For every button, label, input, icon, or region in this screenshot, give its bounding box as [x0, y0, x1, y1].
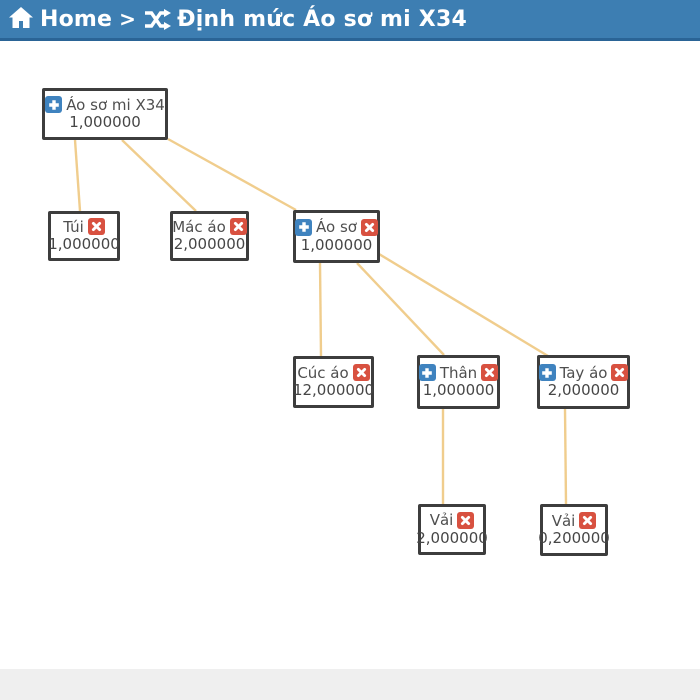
- x-icon: [484, 367, 495, 378]
- x-icon: [233, 221, 244, 232]
- expand-node-button[interactable]: [295, 218, 313, 236]
- expand-node-button[interactable]: [418, 364, 436, 382]
- breadcrumb-bar: Home > Định mức Áo sơ mi X34: [0, 0, 700, 41]
- node-header-row: Tay áo: [538, 363, 629, 382]
- tree-node[interactable]: Vải 2,000000: [416, 504, 488, 555]
- tree-node[interactable]: Cúc áo 12,000000: [293, 356, 374, 408]
- node-value: 2,000000: [416, 528, 488, 547]
- delete-node-button[interactable]: [611, 364, 629, 382]
- delete-node-button[interactable]: [229, 218, 247, 236]
- delete-node-button[interactable]: [87, 218, 105, 236]
- expand-node-button[interactable]: [45, 96, 63, 114]
- x-icon: [356, 367, 367, 378]
- node-header-row: Vải: [429, 511, 475, 530]
- node-label: Túi: [63, 217, 84, 236]
- x-icon: [91, 221, 102, 232]
- node-header-row: Thân: [418, 363, 499, 382]
- node-header-row: Túi: [63, 217, 105, 236]
- node-value: 12,000000: [292, 381, 375, 400]
- plus-icon: [541, 367, 553, 379]
- node-label: Vải: [429, 511, 454, 530]
- node-value: 0,200000: [538, 529, 610, 548]
- delete-node-button[interactable]: [481, 364, 499, 382]
- breadcrumb-home-link[interactable]: Home: [9, 6, 113, 32]
- node-value: 1,000000: [69, 113, 141, 132]
- node-label: Vải: [551, 511, 576, 530]
- shuffle-icon: [144, 8, 172, 30]
- tree-node[interactable]: Mác áo 2,000000: [170, 211, 249, 261]
- delete-node-button[interactable]: [579, 512, 597, 530]
- plus-icon: [298, 221, 310, 233]
- expand-node-button[interactable]: [538, 364, 556, 382]
- node-label: Cúc áo: [297, 363, 349, 382]
- tree-node[interactable]: Áo sơ 1,000000: [293, 210, 380, 263]
- footer-bar: [0, 669, 700, 700]
- delete-node-button[interactable]: [352, 364, 370, 382]
- node-label: Thân: [439, 363, 478, 382]
- breadcrumb-separator: >: [119, 7, 137, 31]
- tree-canvas: Áo sơ mi X34 1,000000 Túi 1,000000 Mác á…: [0, 41, 700, 700]
- breadcrumb-home-label: Home: [40, 6, 113, 32]
- node-value: 1,000000: [422, 381, 495, 400]
- node-value: 1,000000: [300, 235, 373, 254]
- tree-node[interactable]: Thân 1,000000: [417, 355, 500, 409]
- home-icon: [9, 6, 33, 32]
- node-header-row: Mác áo: [172, 217, 247, 236]
- delete-node-button[interactable]: [457, 511, 475, 529]
- x-icon: [614, 367, 625, 378]
- delete-node-button[interactable]: [360, 218, 378, 236]
- tree-node[interactable]: Tay áo 2,000000: [537, 355, 630, 409]
- node-label: Tay áo: [559, 363, 608, 382]
- page-title: Định mức Áo sơ mi X34: [177, 6, 467, 32]
- node-label: Áo sơ: [316, 218, 357, 237]
- node-header-row: Cúc áo: [297, 363, 370, 382]
- node-header-row: Áo sơ: [295, 218, 378, 237]
- x-icon: [582, 515, 593, 526]
- node-header-row: Áo sơ mi X34: [45, 95, 165, 114]
- plus-icon: [421, 367, 433, 379]
- node-value: 1,000000: [48, 235, 120, 254]
- x-icon: [460, 515, 471, 526]
- node-value: 2,000000: [547, 381, 620, 400]
- tree-node[interactable]: Áo sơ mi X34 1,000000: [42, 88, 168, 140]
- node-label: Áo sơ mi X34: [66, 95, 165, 114]
- x-icon: [364, 222, 375, 233]
- plus-icon: [48, 99, 60, 111]
- tree-node[interactable]: Túi 1,000000: [48, 211, 120, 261]
- tree-node[interactable]: Vải 0,200000: [538, 504, 610, 556]
- node-label: Mác áo: [172, 217, 226, 236]
- node-header-row: Vải: [551, 511, 597, 530]
- node-value: 2,000000: [173, 235, 246, 254]
